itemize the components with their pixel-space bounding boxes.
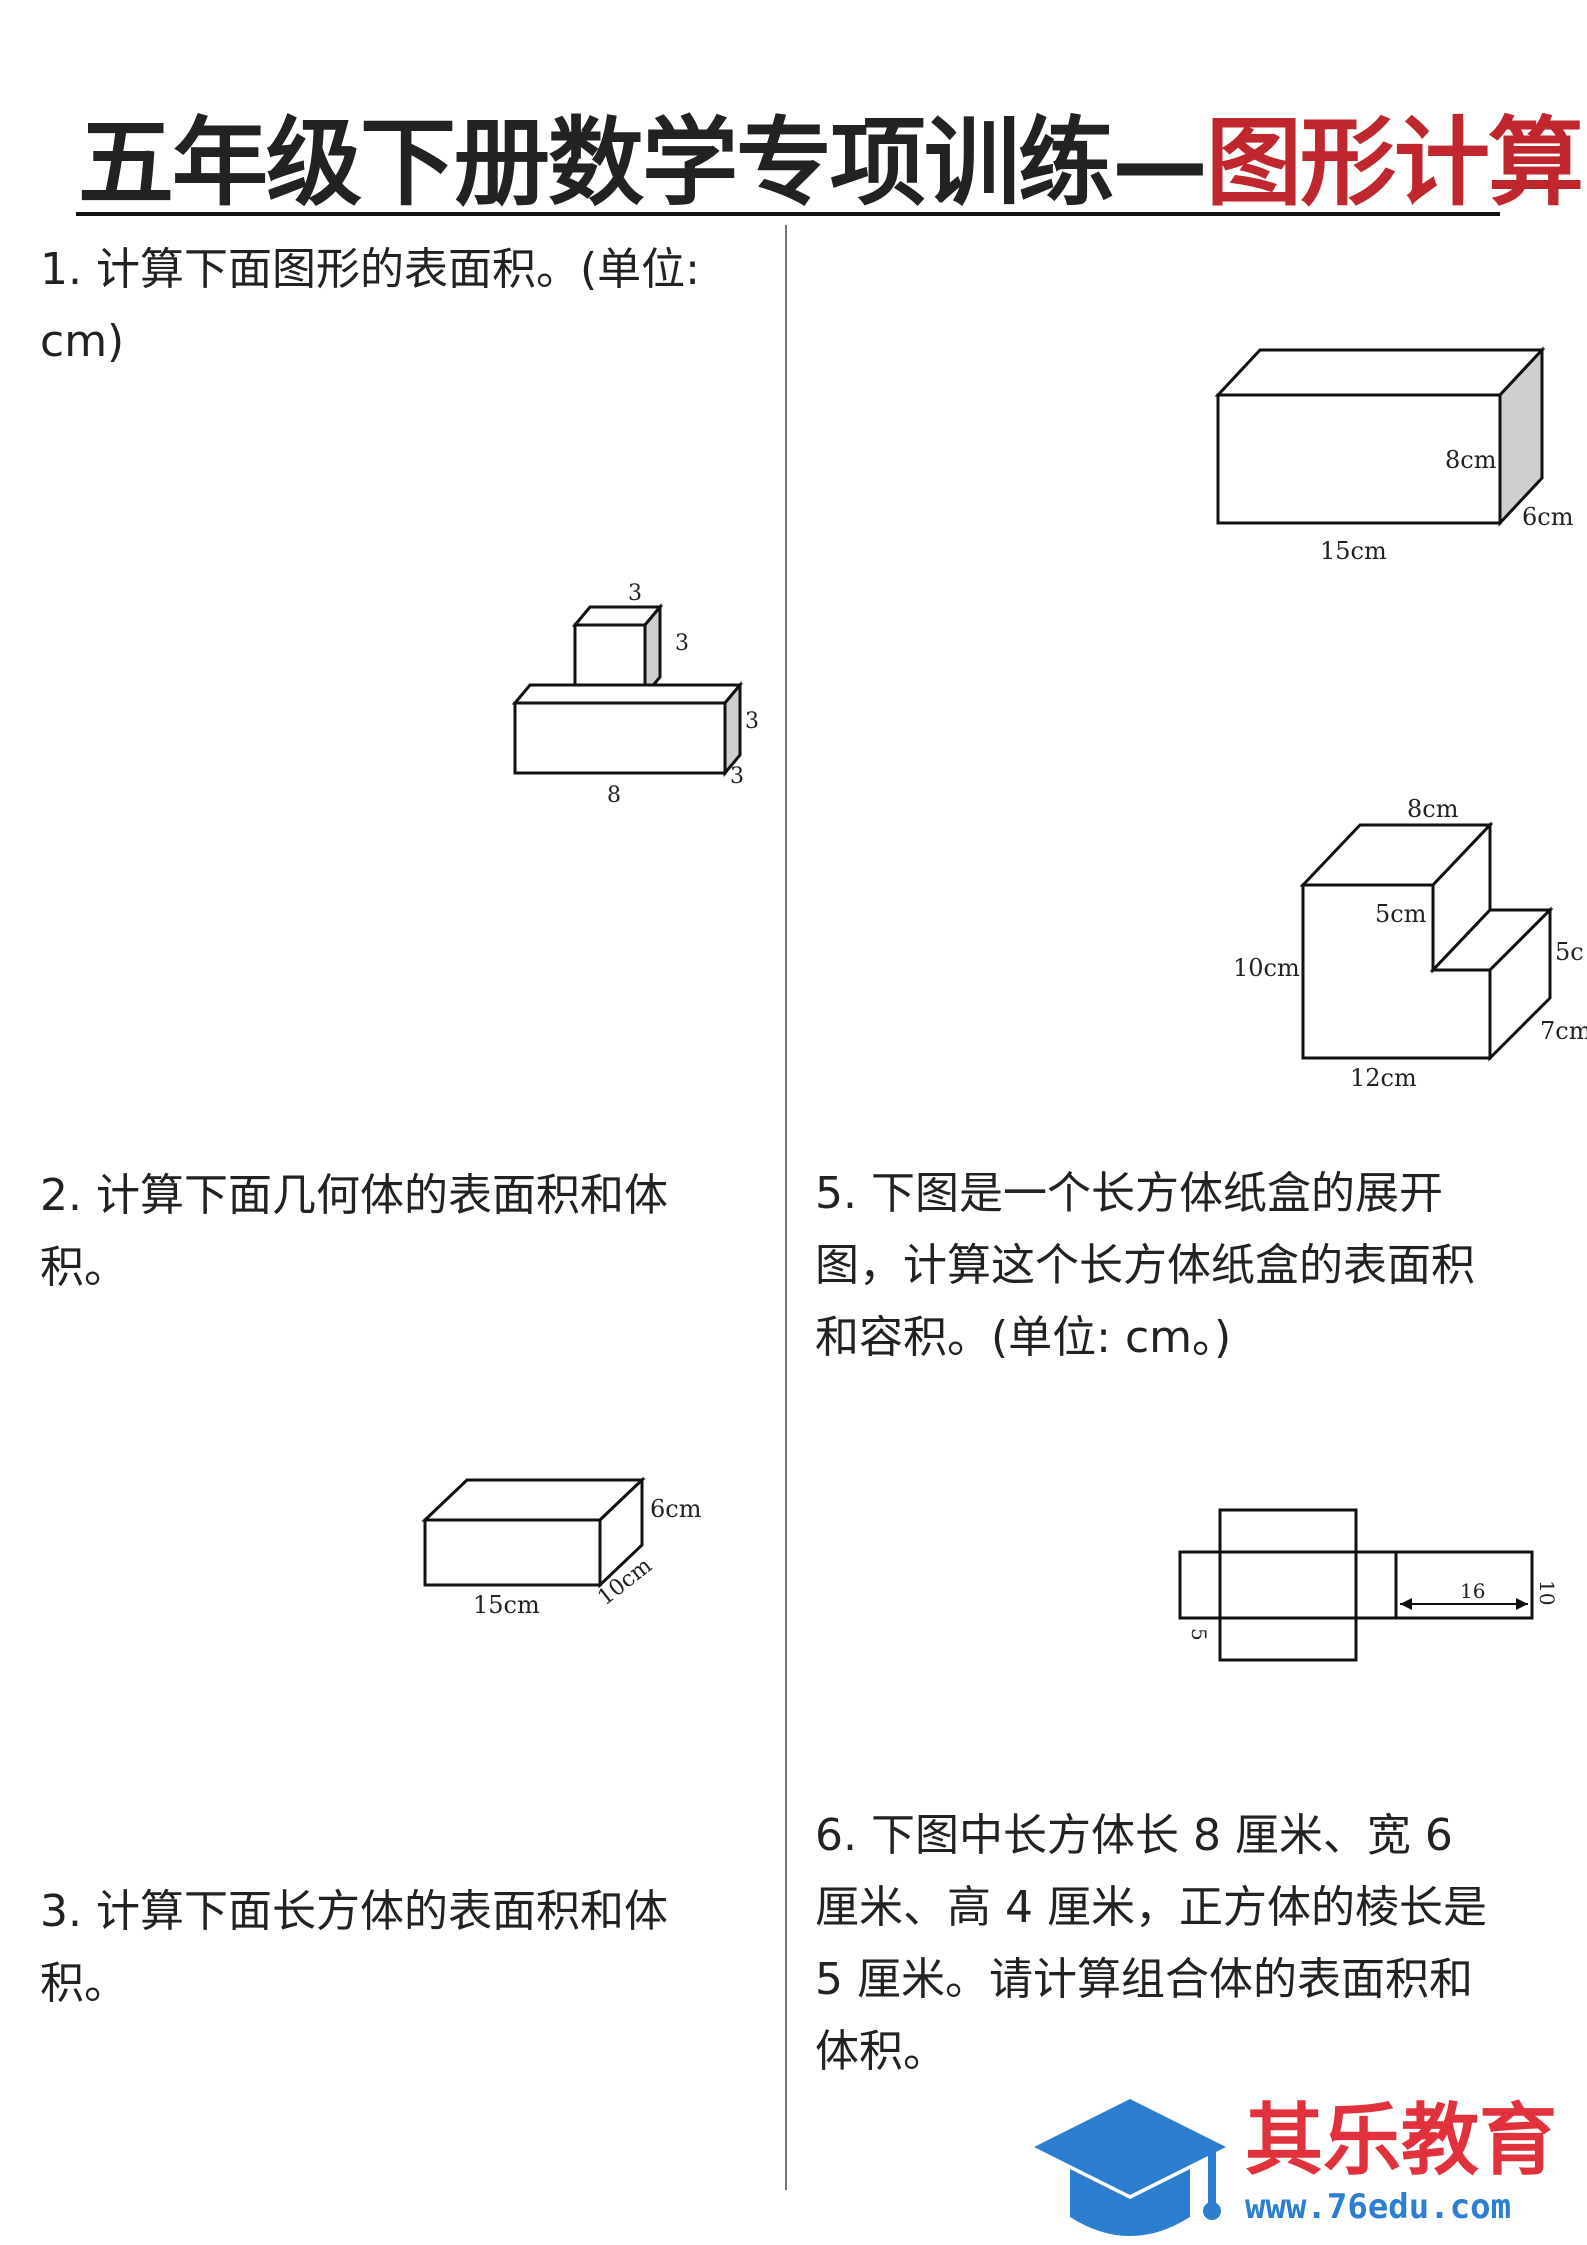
- label-height: 10: [1535, 1580, 1559, 1605]
- label-height: 6cm: [650, 1495, 702, 1523]
- label-step-height: 5cm: [1375, 900, 1427, 928]
- label-bottom-height: 3: [745, 709, 759, 734]
- title-main: 五年级下册数学专项训练—: [78, 107, 1208, 219]
- label-width: 5: [1187, 1628, 1211, 1641]
- figure-l-solid: 8cm 5cm 5c 10cm 7cm 12cm: [1233, 795, 1587, 1092]
- label-height: 8cm: [1445, 446, 1497, 474]
- label-top-width: 3: [628, 581, 642, 606]
- label-bottom: 12cm: [1350, 1064, 1417, 1092]
- question-3-line-1: 3. 计算下面长方体的表面积和体: [40, 1886, 668, 1937]
- figure-cuboid-2: 6cm 10cm 15cm: [421, 1476, 702, 1619]
- label-length: 16: [1460, 1579, 1485, 1603]
- question-5-line-2: 图，计算这个长方体纸盒的表面积: [815, 1240, 1475, 1291]
- label-left-height: 10cm: [1233, 954, 1300, 982]
- question-3: 3. 计算下面长方体的表面积和体 积。: [40, 1876, 668, 2020]
- label-right-height: 5c: [1555, 938, 1584, 966]
- label-top-height: 3: [675, 631, 689, 656]
- figure-cuboid-top-right: 8cm 6cm 15cm: [1214, 346, 1574, 565]
- label-depth: 6cm: [1522, 503, 1574, 531]
- label-top: 8cm: [1407, 795, 1459, 823]
- graduation-cap-icon: [1034, 2099, 1226, 2236]
- label-bottom-depth: 3: [730, 764, 744, 789]
- question-1-line-1: 1. 计算下面图形的表面积。(单位:: [40, 244, 700, 295]
- question-6-line-4: 体积。: [815, 2026, 947, 2077]
- question-5-line-1: 5. 下图是一个长方体纸盒的展开: [815, 1168, 1443, 1219]
- title-underline: [76, 212, 1500, 216]
- page-title: 五年级下册数学专项训练—图形计算: [78, 107, 1584, 219]
- question-1-line-2: cm): [40, 316, 125, 367]
- figure-box-net: 16 10 5: [1178, 1508, 1559, 1662]
- brand-url: www.76edu.com: [1245, 2187, 1512, 2227]
- question-1: 1. 计算下面图形的表面积。(单位: cm): [40, 234, 700, 378]
- question-2-line-2: 积。: [40, 1242, 128, 1293]
- brand-watermark: 其乐教育 www.76edu.com: [1030, 2095, 1587, 2245]
- question-5-line-3: 和容积。(单位: cm。): [815, 1312, 1232, 1363]
- question-2-line-1: 2. 计算下面几何体的表面积和体: [40, 1170, 668, 1221]
- title-accent: 图形计算: [1206, 107, 1584, 219]
- figure-stepped-solid: 3 3 3 3 8: [511, 581, 759, 808]
- label-bottom-width: 8: [607, 783, 621, 808]
- question-6: 6. 下图中长方体长 8 厘米、宽 6 厘米、高 4 厘米，正方体的棱长是 5 …: [815, 1800, 1487, 2088]
- question-6-line-3: 5 厘米。请计算组合体的表面积和: [815, 1954, 1473, 2005]
- label-width: 15cm: [473, 1591, 540, 1619]
- question-6-line-2: 厘米、高 4 厘米，正方体的棱长是: [815, 1882, 1487, 1933]
- column-divider: [785, 225, 787, 2190]
- question-3-line-2: 积。: [40, 1958, 128, 2009]
- label-width: 15cm: [1320, 537, 1387, 565]
- question-6-line-1: 6. 下图中长方体长 8 厘米、宽 6: [815, 1810, 1453, 1861]
- question-5: 5. 下图是一个长方体纸盒的展开 图，计算这个长方体纸盒的表面积 和容积。(单位…: [815, 1158, 1475, 1374]
- question-2: 2. 计算下面几何体的表面积和体 积。: [40, 1160, 668, 1304]
- label-depth: 7cm: [1540, 1017, 1587, 1045]
- brand-name: 其乐教育: [1245, 2096, 1558, 2186]
